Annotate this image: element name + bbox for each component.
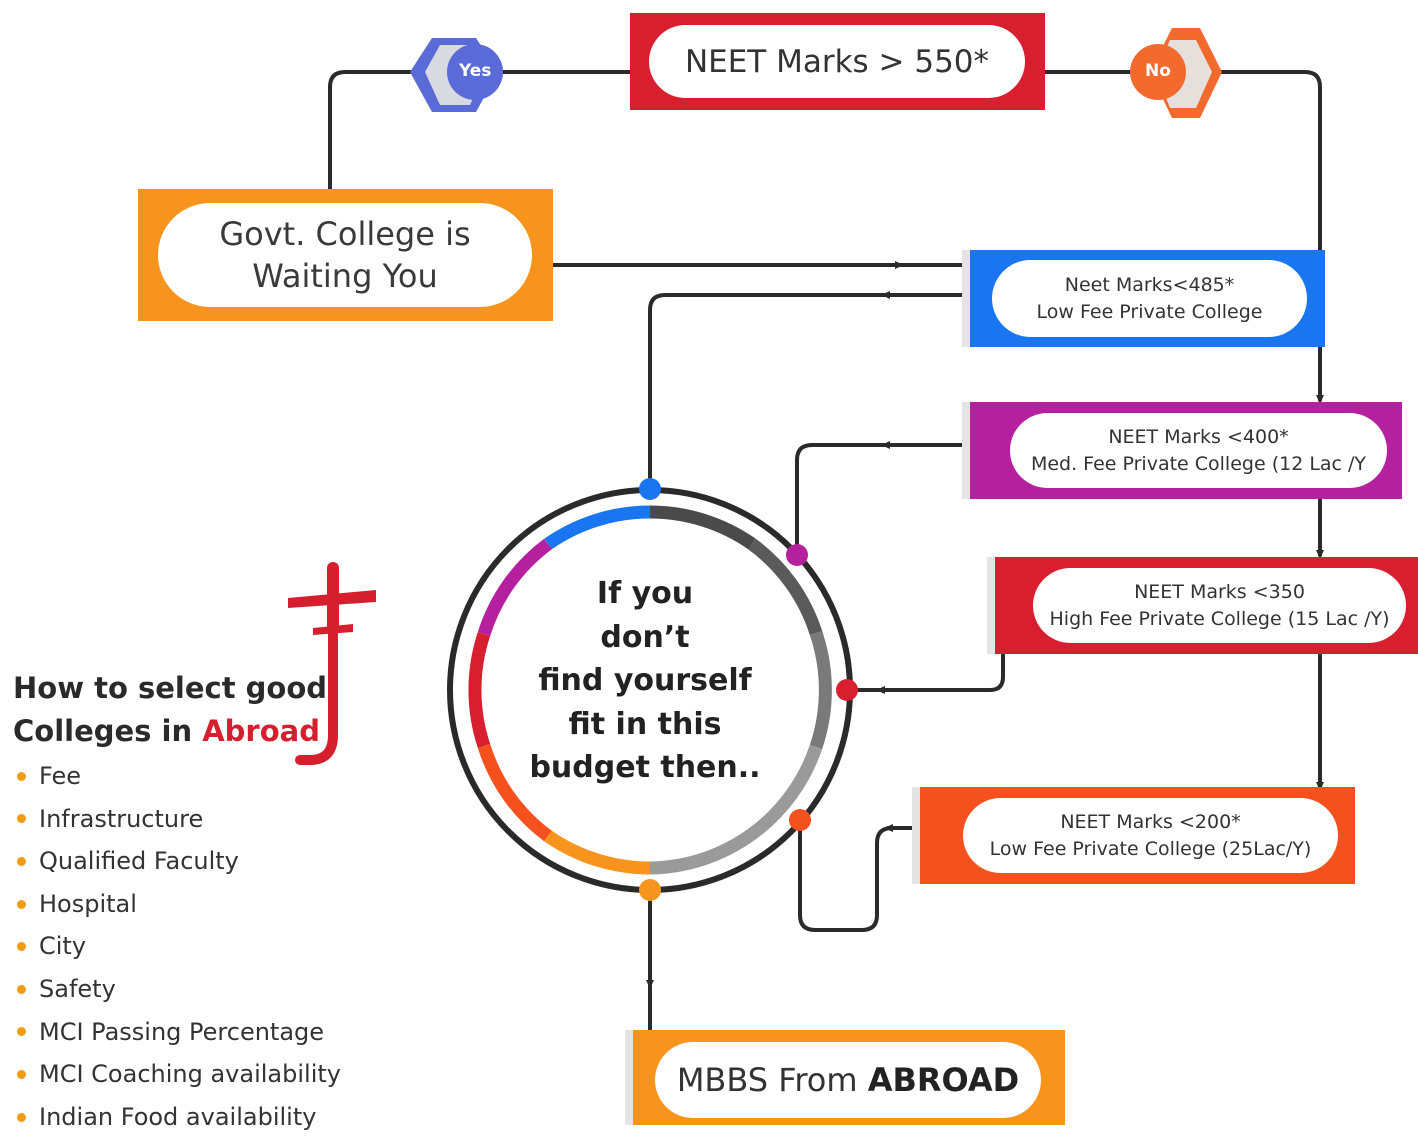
option-4-line2: Low Fee Private College (25Lac/Y) — [989, 837, 1312, 860]
criteria-label: City — [39, 932, 87, 961]
list-item: Qualified Faculty — [17, 840, 341, 883]
final-bold: ABROAD — [867, 1061, 1020, 1099]
list-item: City — [17, 925, 341, 968]
center-ring — [447, 478, 858, 901]
list-item: MCI Passing Percentage — [17, 1011, 341, 1054]
connector-orange-to-circle — [798, 820, 922, 932]
bullet-icon — [17, 942, 26, 952]
connector-purple-to-circle — [795, 443, 972, 555]
center-line-4: fit in this — [568, 706, 722, 742]
final-prefix: MBBS From — [676, 1061, 868, 1099]
option-1-line1: Neet Marks<485* — [1064, 273, 1235, 296]
center-line-2: don’t — [600, 619, 690, 655]
list-item: Safety — [17, 968, 341, 1011]
yes-label: Yes — [459, 61, 492, 81]
side-title-accent: Abroad — [202, 714, 320, 748]
option-2-line1: NEET Marks <400* — [1108, 425, 1289, 448]
list-item: Fee — [17, 755, 341, 798]
criteria-label: Indian Food availability — [39, 1102, 317, 1131]
connector-option-to-circle — [648, 293, 972, 490]
side-panel-title: How to select good Colleges in Abroad — [13, 667, 327, 753]
criteria-label: Infrastructure — [39, 804, 204, 833]
govt-college-line2: Waiting You — [252, 257, 438, 295]
side-title-line2: Colleges in Abroad — [13, 710, 327, 753]
criteria-label: Qualified Faculty — [39, 847, 239, 876]
list-item: Indian Food availability — [17, 1096, 341, 1138]
list-item: MCI Coaching availability — [17, 1053, 341, 1096]
top-decision-box: NEET Marks > 550* — [630, 13, 1045, 110]
criteria-label: Fee — [39, 762, 82, 790]
bullet-icon — [17, 856, 26, 866]
airplane-icon — [288, 562, 376, 765]
top-decision-label: NEET Marks > 550* — [684, 43, 990, 80]
option-box-low-fee-abroad: NEET Marks <200* Low Fee Private College… — [920, 787, 1355, 884]
list-item: Infrastructure — [17, 798, 341, 841]
option-1-line2: Low Fee Private College — [1036, 300, 1263, 323]
option-box-med-fee: NEET Marks <400* Med. Fee Private Colleg… — [970, 402, 1402, 499]
option-4-line1: NEET Marks <200* — [1060, 810, 1241, 833]
option-box-low-fee: Neet Marks<485* Low Fee Private College — [970, 250, 1325, 347]
govt-college-line1: Govt. College is — [219, 215, 471, 253]
center-line-3: find yourself — [538, 663, 752, 698]
center-line-5: budget then.. — [529, 750, 761, 785]
center-line-1: If you — [596, 576, 694, 611]
bullet-icon — [17, 899, 26, 909]
final-box: MBBS From ABROAD — [633, 1030, 1065, 1125]
criteria-label: MCI Passing Percentage — [39, 1017, 325, 1046]
side-title-prefix: Colleges in — [13, 714, 203, 748]
bullet-icon — [17, 814, 26, 824]
connector-red-to-circle — [845, 653, 1005, 692]
yes-badge — [410, 38, 503, 112]
criteria-label: MCI Coaching availability — [39, 1060, 341, 1089]
option-box-high-fee: NEET Marks <350 High Fee Private College… — [995, 557, 1418, 654]
final-label: MBBS From ABROAD — [677, 1061, 1019, 1099]
bullet-icon — [17, 1069, 26, 1079]
list-item: Hospital — [17, 883, 341, 926]
connector-top-right — [1043, 70, 1322, 252]
connector-top-left — [328, 70, 632, 192]
center-message: If you don’t find yourself fit in this b… — [520, 572, 770, 790]
side-title-line1: How to select good — [13, 671, 328, 705]
no-badge — [1130, 28, 1222, 118]
no-label: No — [1145, 61, 1171, 81]
bullet-icon — [17, 1112, 26, 1122]
option-2-line2: Med. Fee Private College (12 Lac /Y — [1030, 452, 1367, 475]
bullet-icon — [17, 771, 26, 781]
option-3-line2: High Fee Private College (15 Lac /Y) — [1049, 607, 1390, 630]
bullet-icon — [17, 984, 26, 994]
criteria-list: Fee Infrastructure Qualified Faculty Hos… — [17, 755, 341, 1138]
govt-college-box: Govt. College is Waiting You — [138, 189, 553, 321]
criteria-label: Safety — [39, 974, 116, 1003]
criteria-label: Hospital — [39, 889, 137, 918]
bullet-icon — [17, 1027, 26, 1037]
option-3-line1: NEET Marks <350 — [1134, 580, 1305, 603]
